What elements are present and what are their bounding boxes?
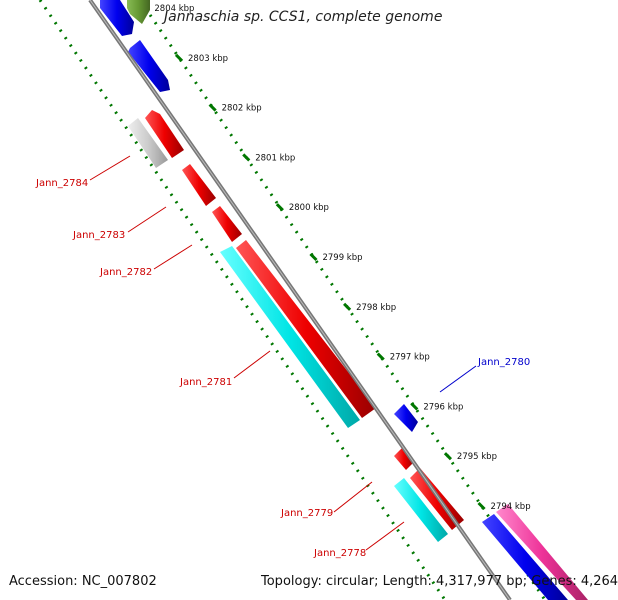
gene-label-jann-2783[interactable]: Jann_2783 — [72, 230, 125, 241]
gene-jann-2782 — [212, 206, 242, 242]
kbp-major-tick — [275, 203, 284, 212]
kbp-tick-label: 2795 kbp — [457, 452, 497, 462]
kbp-major-tick — [410, 402, 419, 411]
leader-jann-2778 — [365, 521, 405, 551]
kbp-major-tick — [343, 302, 352, 311]
kbp-tick-label: 2796 kbp — [423, 402, 463, 412]
kbp-major-tick — [376, 352, 385, 361]
gene-blue-top — [100, 0, 134, 36]
gene-red-long — [236, 240, 376, 418]
gene-olive-top — [127, 0, 150, 24]
gene-label-jann-2781[interactable]: Jann_2781 — [179, 377, 232, 388]
gene-jann-2779 — [394, 448, 414, 470]
leader-jann-2781 — [233, 350, 271, 379]
kbp-major-tick — [208, 103, 217, 112]
gene-label-jann-2780[interactable]: Jann_2780 — [477, 357, 530, 368]
kbp-tick-label: 2804 kbp — [154, 4, 194, 14]
outer-tick-ring — [138, 0, 547, 600]
leader-jann-2782 — [153, 244, 193, 270]
genes — [100, 0, 588, 600]
leader-jann-2779 — [333, 481, 373, 513]
gene-jann-2783 — [182, 164, 216, 206]
genome-title: Jannaschia sp. CCS1, complete genome — [164, 9, 443, 25]
tick-rings — [38, 0, 547, 600]
gene-blue-2803 — [128, 40, 170, 92]
leader-jann-2784 — [89, 155, 131, 181]
kbp-tick-label: 2799 kbp — [322, 253, 362, 263]
accession-text: Accession: NC_007802 — [9, 574, 157, 589]
gene-labels: Jann_2784 Jann_2783 Jann_2782 Jann_2781 … — [35, 178, 530, 559]
kbp-major-tick — [242, 153, 251, 162]
topology-text: Topology: circular; Length: 4,317,977 bp… — [261, 574, 618, 589]
kbp-major-tick — [477, 501, 486, 511]
kbp-tick-label: 2798 kbp — [356, 303, 396, 313]
kbp-tick-label: 2803 kbp — [188, 54, 228, 64]
gene-label-jann-2782[interactable]: Jann_2782 — [99, 267, 152, 278]
kbp-major-tick — [174, 53, 184, 62]
gene-pink-bottom — [496, 504, 588, 600]
gene-label-jann-2778[interactable]: Jann_2778 — [313, 548, 366, 559]
genome-map: 2804 kbp 2803 kbp 2802 kbp 2801 kbp 2800 kbp… — [35, 0, 588, 600]
kbp-tick-label: 2801 kbp — [255, 153, 295, 163]
leader-jann-2783 — [127, 206, 167, 233]
kbp-major-tick — [309, 252, 318, 262]
gene-jann-2781 — [220, 246, 360, 428]
gene-jann-2778 — [394, 478, 448, 542]
gene-jann-2780 — [394, 404, 418, 432]
inner-tick-ring — [38, 0, 447, 600]
gene-label-jann-2784[interactable]: Jann_2784 — [35, 178, 88, 189]
gene-jann-2784 — [128, 118, 168, 168]
kbp-major-tick — [443, 452, 452, 461]
kbp-labels: 2804 kbp 2803 kbp 2802 kbp 2801 kbp 2800 kbp… — [154, 4, 530, 512]
gene-label-jann-2779[interactable]: Jann_2779 — [280, 508, 333, 519]
gene-red-2785 — [145, 110, 184, 158]
kbp-tick-label: 2797 kbp — [390, 353, 430, 363]
genome-backbone — [88, 0, 512, 600]
gene-blue-bottom — [482, 514, 568, 600]
kbp-tick-label: 2794 kbp — [491, 502, 531, 512]
kbp-tick-label: 2802 kbp — [222, 104, 262, 114]
kbp-tick-label: 2800 kbp — [289, 203, 329, 213]
gene-label-leaders — [89, 155, 477, 551]
leader-jann-2780 — [439, 365, 477, 393]
